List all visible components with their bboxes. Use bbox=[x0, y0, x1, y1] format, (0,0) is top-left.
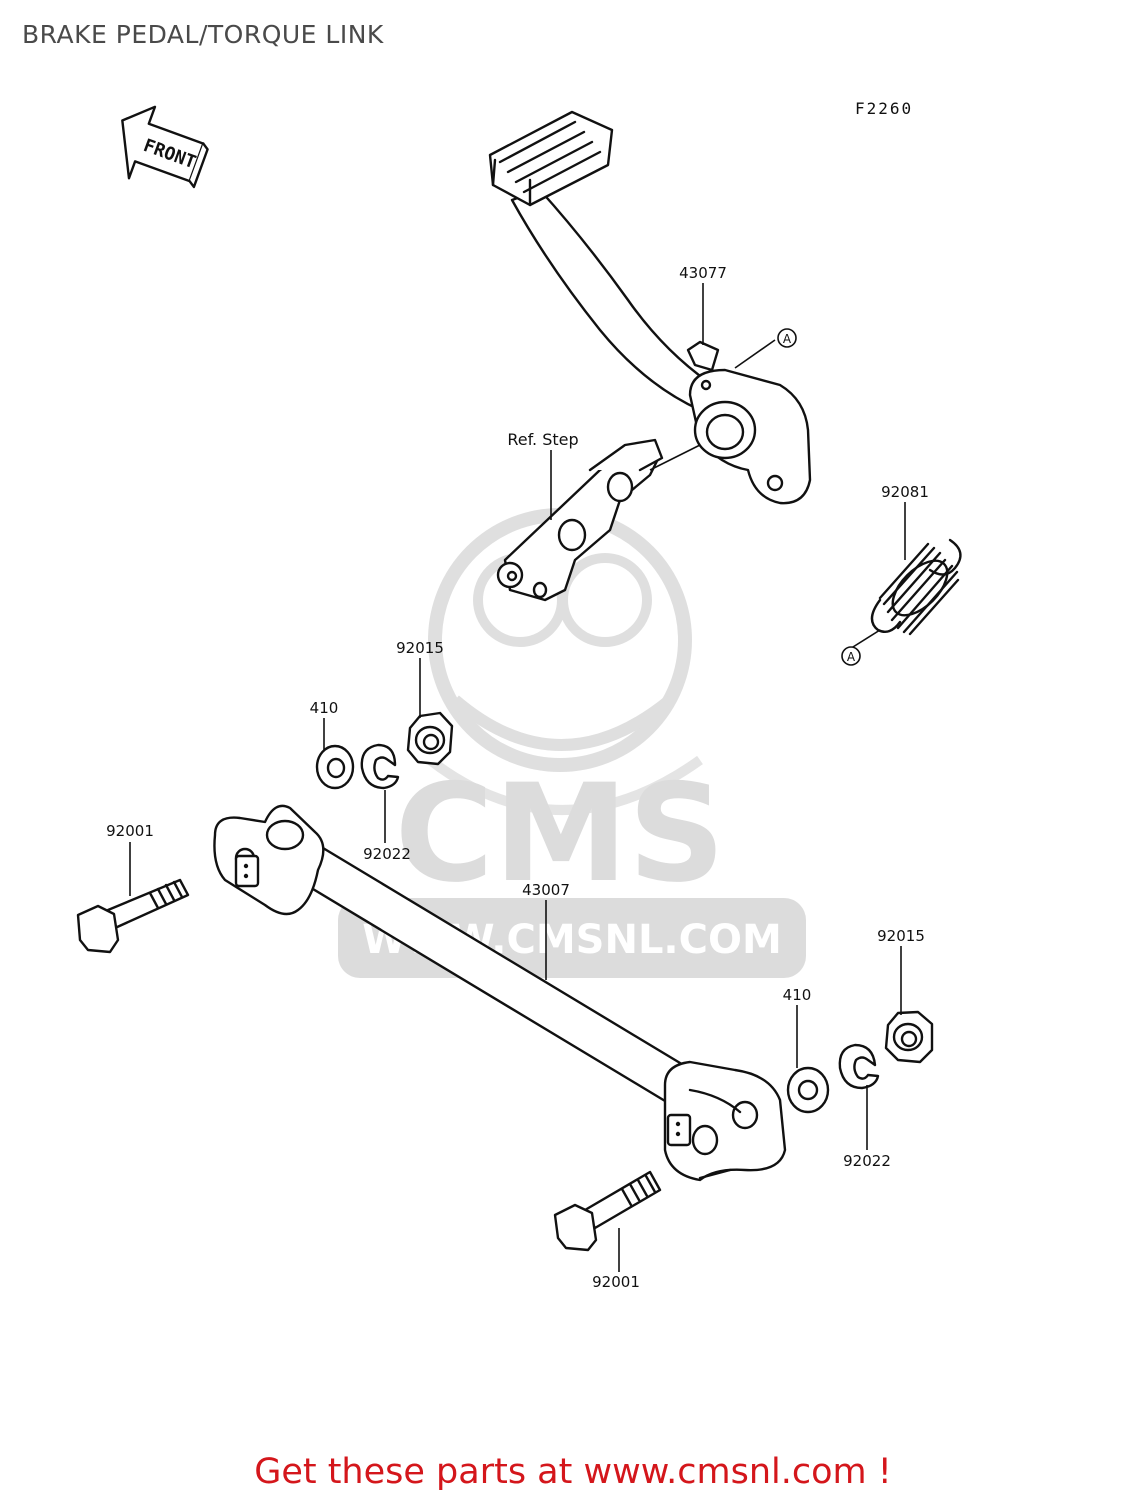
torque-link bbox=[213, 804, 787, 1182]
watermark-cms-text: CMS bbox=[395, 755, 726, 912]
page-title: BRAKE PEDAL/TORQUE LINK bbox=[22, 20, 384, 49]
label-bolt-left: 92001 bbox=[106, 822, 154, 840]
brake-pedal bbox=[488, 110, 812, 505]
label-washer-bottom: 410 bbox=[783, 986, 812, 1004]
label-nut-bottom: 92015 bbox=[877, 927, 925, 945]
label-washer-top: 410 bbox=[310, 699, 339, 717]
label-brake-pedal: 43077 bbox=[679, 264, 727, 282]
label-circlip-bottom: 92022 bbox=[843, 1152, 891, 1170]
label-circlip-top: 92022 bbox=[363, 845, 411, 863]
circlip-bottom bbox=[838, 1043, 880, 1090]
circlip-top bbox=[360, 743, 400, 790]
label-torque-link: 43007 bbox=[522, 881, 570, 899]
label-nut-top: 92015 bbox=[396, 639, 444, 657]
label-bolt-bottom: 92001 bbox=[592, 1273, 640, 1291]
nut-bottom bbox=[884, 1010, 934, 1064]
ref-a-top: A bbox=[777, 328, 797, 348]
footer-promo-link[interactable]: Get these parts at www.cmsnl.com ! bbox=[254, 1452, 892, 1492]
ref-a-bottom: A bbox=[841, 646, 861, 666]
footrest-step bbox=[496, 438, 701, 602]
ref-a-bottom-label: A bbox=[847, 650, 856, 664]
label-ref-step: Ref. Step bbox=[507, 430, 578, 449]
front-arrow-icon: FRONT bbox=[121, 105, 209, 189]
label-spring: 92081 bbox=[881, 483, 929, 501]
nut-top bbox=[406, 711, 454, 766]
washer-bottom bbox=[786, 1066, 830, 1114]
washer-top bbox=[315, 744, 355, 790]
bolt-bottom bbox=[553, 1170, 662, 1252]
figure-code: F2260 bbox=[855, 99, 913, 118]
return-spring bbox=[870, 538, 962, 636]
bolt-left bbox=[76, 878, 190, 954]
ref-a-top-label: A bbox=[783, 332, 792, 346]
